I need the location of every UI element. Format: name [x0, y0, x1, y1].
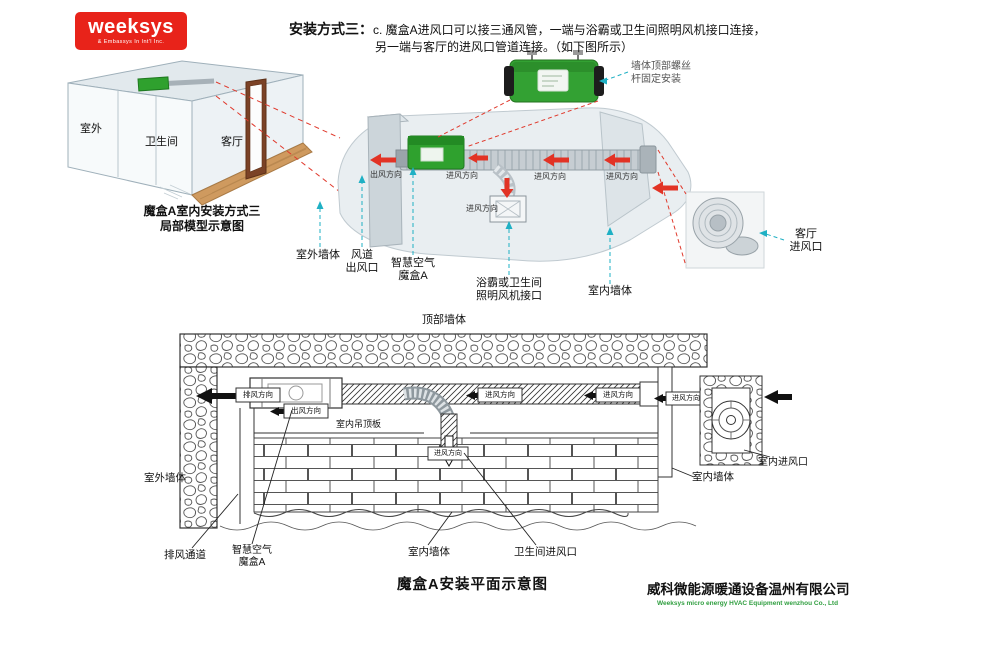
- label-bath-port-line2: 照明风机接口: [476, 289, 542, 302]
- label-inlet-dir: 进风方向: [485, 390, 515, 399]
- label-exhaust-dir: 排风方向: [243, 390, 273, 399]
- label-smartbox-line1: 智慧空气: [391, 257, 435, 269]
- label-living-inlet-line2: 进风口: [789, 240, 823, 253]
- room-label-bathroom: 卫生间: [145, 136, 178, 148]
- flow-label-inlet: 进风方向: [466, 204, 498, 213]
- flow-label-outlet: 出风方向: [370, 170, 402, 179]
- label-plan-indoor-wall-bottom: 室内墙体: [408, 546, 450, 558]
- company-name-en: Weeksys micro energy HVAC Equipment wenz…: [657, 600, 839, 607]
- header-line1: c. 魔盒A进风口可以接三通风管，一端与浴霸或卫生间照明风机接口连接，: [373, 23, 766, 37]
- room-label-outdoor: 室外: [80, 123, 102, 135]
- duct-detail-callout: [685, 191, 765, 269]
- company-name-cn: 威科微能源暖通设备温州有限公司: [647, 582, 850, 597]
- label-bath-inlet: 卫生间进风口: [514, 546, 577, 558]
- label-bath-port-line1: 浴霸或卫生间: [476, 277, 542, 289]
- label-outdoor-wall: 室外墙体: [296, 249, 340, 261]
- logo: weeksys & Embassys In Int'l Inc.: [75, 12, 187, 50]
- label-duct-outlet-line1: 风道: [351, 249, 373, 261]
- label-outlet-dir: 出风方向: [291, 406, 321, 415]
- label-plan-outdoor-wall: 室外墙体: [144, 472, 186, 484]
- logo-brand: weeksys: [88, 16, 174, 38]
- room-label-living: 客厅: [221, 136, 243, 148]
- leader-arrowhead-icons: [316, 77, 767, 237]
- label-exhaust-channel: 排风通道: [164, 549, 206, 561]
- label-living-inlet-line1: 客厅: [795, 228, 817, 240]
- mount-label-line1: 墙体顶部螺丝: [631, 61, 691, 72]
- plan-caption: 魔盒A安装平面示意图: [397, 577, 548, 593]
- model-3d-graphic: [67, 60, 313, 206]
- header-line2: 另一端与客厅的进风口管道连接。（如下图所示）: [375, 40, 634, 54]
- airflow-arrow-icons: [370, 153, 678, 198]
- flow-label-inlet: 进风方向: [446, 171, 478, 180]
- zoom-indicator-lines: [215, 81, 341, 193]
- logo-tagline: & Embassys In Int'l Inc.: [97, 39, 165, 45]
- label-indoor-wall: 室内墙体: [588, 285, 632, 297]
- label-duct-outlet-line2: 出风口: [345, 261, 379, 274]
- plan-drawing: [179, 333, 792, 549]
- label-plan-smartbox-line1: 智慧空气: [232, 545, 272, 556]
- header-title: 安装方式三：: [289, 21, 373, 37]
- label-inlet-dir: 进风方向: [603, 390, 633, 399]
- label-top-wall: 顶部墙体: [422, 314, 466, 326]
- flow-label-inlet: 进风方向: [534, 172, 566, 181]
- callout-link-lines: [657, 149, 687, 267]
- model-caption-line1: 魔盒A室内安装方式三: [143, 204, 261, 218]
- label-plan-indoor-wall-right: 室内墙体: [692, 471, 734, 483]
- label-inlet-dir: 进风方向: [434, 449, 462, 457]
- label-plan-smartbox-line2: 魔盒A: [238, 556, 266, 568]
- product-photo: [504, 50, 604, 103]
- label-indoor-inlet: 室内进风口: [758, 457, 808, 468]
- mount-label-line2: 杆固定安装: [631, 74, 681, 85]
- label-smartbox-line2: 魔盒A: [398, 269, 428, 282]
- photo-link-lines: [435, 99, 599, 148]
- label-ceiling-panel: 室内吊顶板: [336, 419, 382, 429]
- cutaway-graphic: [337, 107, 692, 262]
- model-caption-line2: 局部模型示意图: [159, 219, 244, 233]
- label-inlet-dir: 进风方向: [672, 394, 700, 402]
- flow-label-inlet: 进风方向: [606, 172, 638, 181]
- label-leader-lines: [319, 71, 785, 284]
